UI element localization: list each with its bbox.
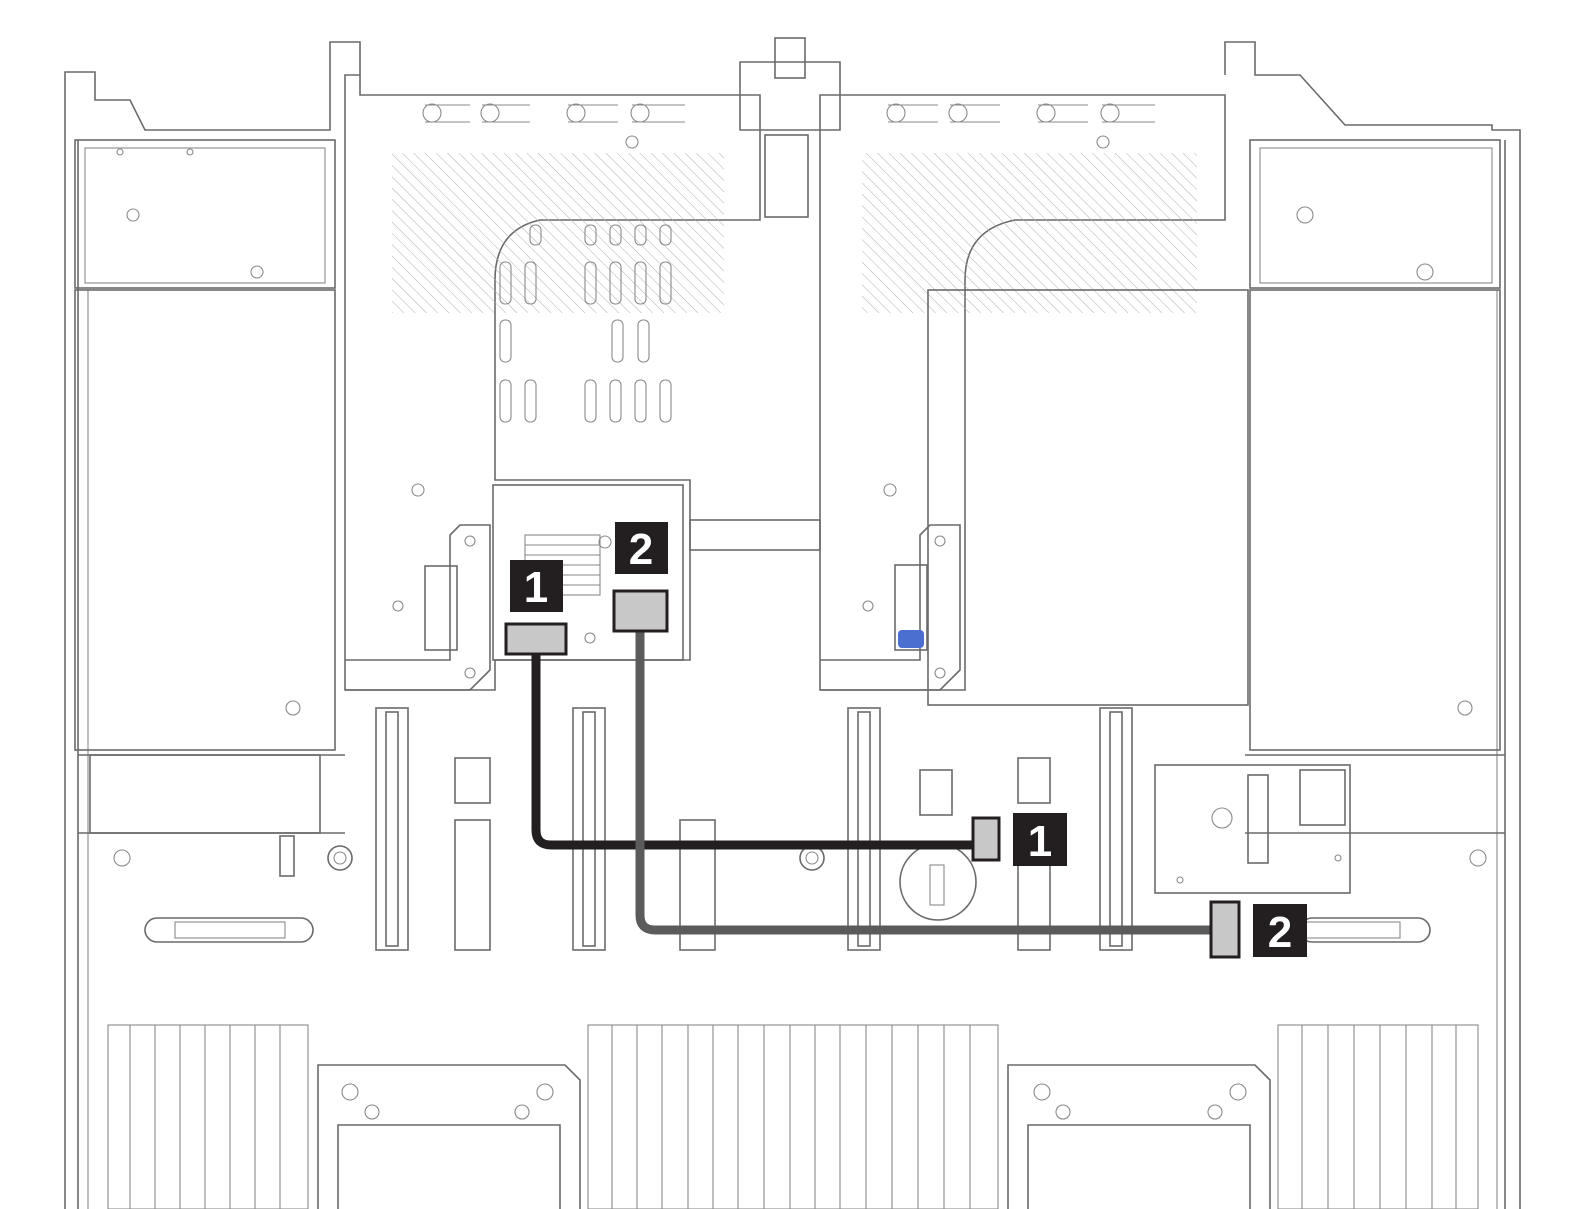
cable-2 [635,632,1212,935]
connector-1-board [971,816,1001,862]
right-bay [1245,139,1505,867]
connector-2-riser [612,589,669,633]
riser-cage-1 [344,74,761,691]
callout-2-riser: 2 [615,522,668,574]
blue-release-tab [898,630,924,648]
cmos-battery [899,843,977,921]
callout-2-board-label: 2 [1268,908,1292,957]
callout-2-riser-label: 2 [629,525,653,574]
screws [327,845,825,871]
left-bay [74,139,345,877]
pcie-slots [375,707,1133,951]
connector-1-riser [504,622,568,656]
callout-1-board: 1 [1013,813,1067,866]
riser-cage-2 [819,94,1249,706]
dimm-slots [107,1024,1479,1209]
callout-2-board: 2 [1253,904,1307,957]
callout-1-board-label: 1 [1028,817,1052,866]
io-module [1154,764,1351,894]
connectors [504,589,1241,959]
center-post [689,37,841,551]
cpu-sockets [317,1064,1271,1209]
callout-1-riser-label: 1 [524,563,548,612]
connector-2-board [1209,900,1241,959]
cable-1 [531,655,975,850]
callout-1-riser: 1 [510,560,563,612]
